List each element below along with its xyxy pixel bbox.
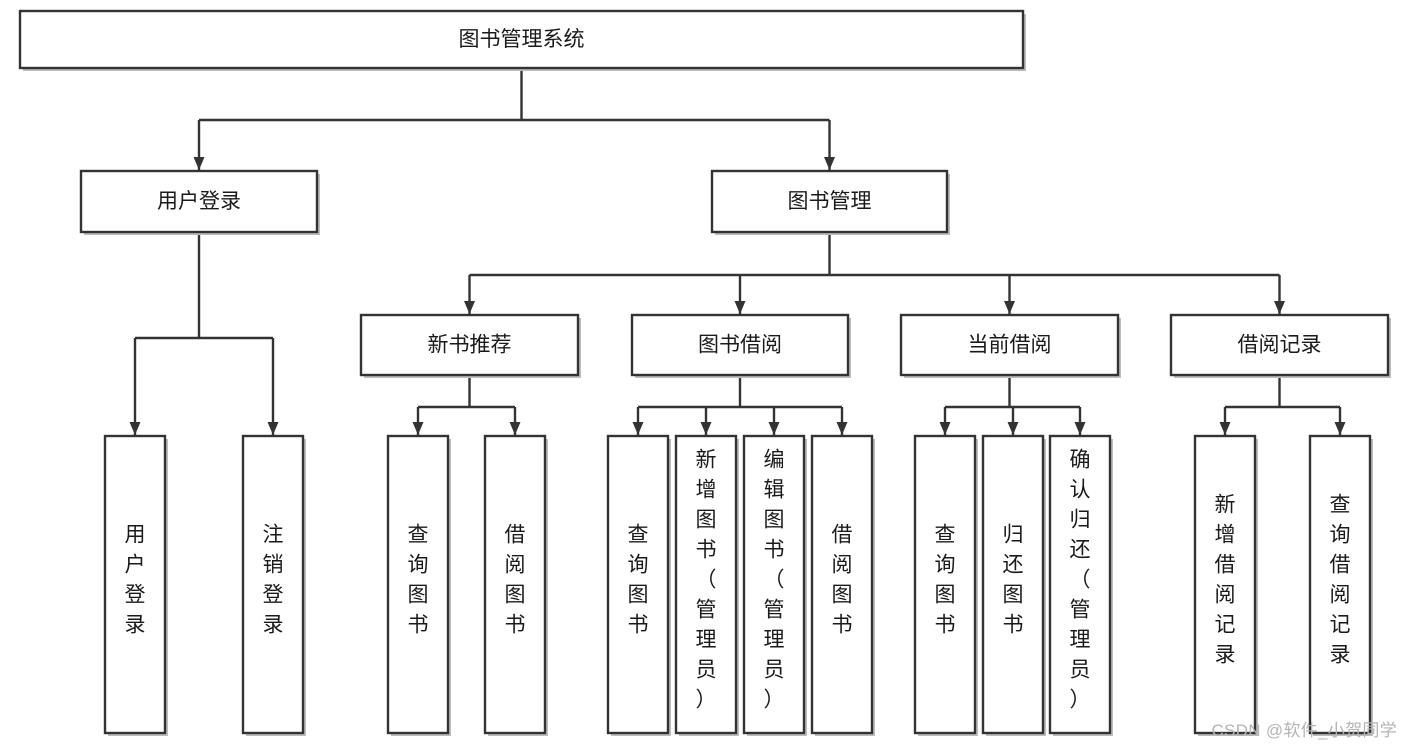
node-root[interactable]: 图书管理系统: [18, 9, 1026, 71]
edge-group-current-borrow: [939, 375, 1086, 435]
edge-group-book-management: [464, 232, 1285, 314]
edge-group-root: [193, 68, 835, 170]
edge-group-new-book-recommend: [412, 375, 521, 435]
node-user-login[interactable]: 用户登录: [79, 169, 320, 235]
arrow-head-icon: [193, 157, 205, 170]
watermark-label: CSDN @软件_小贺同学: [1211, 721, 1397, 740]
node-leaf-confirm-return[interactable]: 确认归还（管理员）: [1048, 434, 1113, 736]
node-leaf-user-login[interactable]: 用户登录: [103, 434, 168, 736]
node-label: 确认归还（管理员）: [1070, 449, 1091, 712]
arrow-head-icon: [939, 422, 951, 435]
node-label: 新增图书（管理员）: [696, 449, 717, 712]
arrow-head-icon: [1007, 422, 1019, 435]
edge-group-borrow-record: [1219, 375, 1346, 435]
node-label: 图书借阅: [698, 334, 782, 357]
arrow-head-icon: [700, 422, 712, 435]
node-label: 用户登录: [157, 190, 241, 213]
node-label: 编辑图书（管理员）: [764, 449, 785, 712]
node-label: 借阅图书: [505, 524, 526, 637]
node-leaf-add-record[interactable]: 新增借阅记录: [1193, 434, 1258, 736]
node-label: 当前借阅: [968, 334, 1052, 357]
node-leaf-query-book-2[interactable]: 查询图书: [606, 434, 671, 736]
node-borrow-record[interactable]: 借阅记录: [1169, 313, 1391, 378]
arrow-head-icon: [412, 422, 424, 435]
node-book-management[interactable]: 图书管理: [710, 169, 950, 235]
node-leaf-borrow-book-2[interactable]: 借阅图书: [810, 434, 875, 736]
node-leaf-borrow-book-1[interactable]: 借阅图书: [483, 434, 548, 736]
arrow-head-icon: [267, 422, 279, 435]
node-label: 查询借阅记录: [1330, 494, 1351, 667]
node-layer: 图书管理系统用户登录图书管理新书推荐图书借阅当前借阅借阅记录用户登录注销登录查询…: [18, 9, 1391, 736]
arrow-head-icon: [464, 301, 475, 314]
arrow-head-icon: [632, 422, 644, 435]
node-leaf-edit-book[interactable]: 编辑图书（管理员）: [742, 434, 807, 736]
node-leaf-return-book[interactable]: 归还图书: [981, 434, 1046, 736]
edge-group-book-borrow: [632, 375, 848, 435]
arrow-head-icon: [734, 301, 746, 314]
node-leaf-query-record[interactable]: 查询借阅记录: [1308, 434, 1373, 736]
node-label: 查询图书: [935, 524, 956, 637]
node-leaf-user-logout[interactable]: 注销登录: [241, 434, 306, 736]
arrow-head-icon: [768, 422, 780, 435]
arrow-head-icon: [1334, 422, 1346, 435]
node-label: 图书管理系统: [459, 28, 585, 51]
node-leaf-add-book[interactable]: 新增图书（管理员）: [674, 434, 739, 736]
arrow-head-icon: [1004, 301, 1015, 314]
node-book-borrow[interactable]: 图书借阅: [630, 313, 851, 378]
edge-layer: [129, 68, 1346, 435]
node-label: 新增借阅记录: [1215, 494, 1236, 667]
arrow-head-icon: [836, 422, 848, 435]
node-new-book-recommend[interactable]: 新书推荐: [359, 313, 581, 378]
arrow-head-icon: [1219, 422, 1231, 435]
node-label: 查询图书: [408, 524, 429, 637]
node-label: 归还图书: [1003, 524, 1024, 637]
node-label: 图书管理: [788, 190, 872, 213]
arrow-head-icon: [509, 422, 521, 435]
node-current-borrow[interactable]: 当前借阅: [899, 313, 1121, 378]
node-label: 借阅记录: [1238, 334, 1322, 357]
node-label: 查询图书: [628, 524, 649, 637]
node-label: 注销登录: [263, 524, 284, 637]
edge-group-user-login: [129, 232, 279, 435]
node-label: 新书推荐: [428, 334, 512, 357]
arrow-head-icon: [824, 157, 835, 170]
node-label: 借阅图书: [832, 524, 853, 637]
node-leaf-query-book-1[interactable]: 查询图书: [386, 434, 451, 736]
arrow-head-icon: [1274, 301, 1285, 314]
arrow-head-icon: [129, 422, 141, 435]
arrow-head-icon: [1074, 422, 1086, 435]
node-leaf-query-book-3[interactable]: 查询图书: [913, 434, 978, 736]
node-label: 用户登录: [125, 524, 146, 637]
